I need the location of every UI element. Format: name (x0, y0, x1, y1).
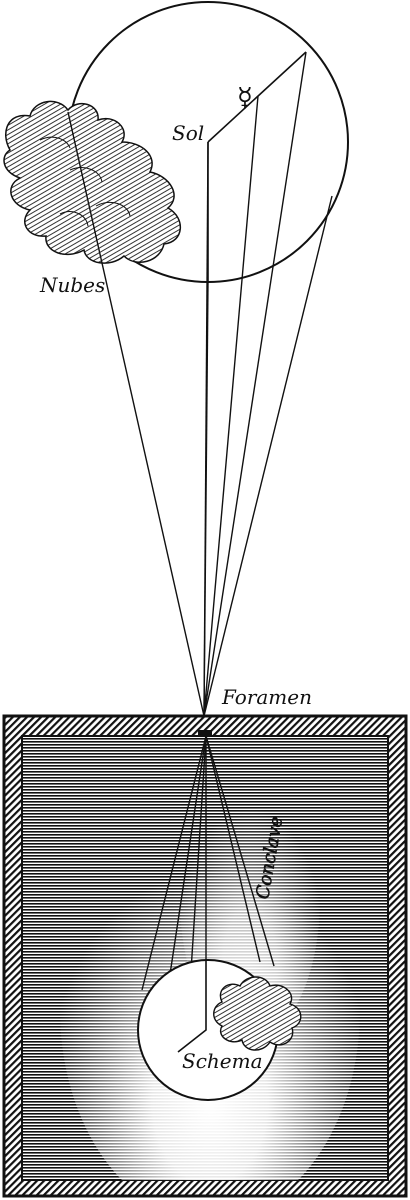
ray-sun-edge (203, 51, 307, 717)
sun-diagonal-line (207, 51, 307, 143)
ray-inside-c (205, 735, 261, 963)
clouds (3, 100, 182, 264)
ray-mercury (203, 95, 259, 717)
room (2, 714, 408, 1198)
schema-clouds (213, 976, 302, 1051)
foramen-aperture (198, 730, 212, 736)
ray-left-tangent (67, 111, 205, 717)
ray-right-tangent (203, 195, 333, 717)
ray-inside-right (205, 735, 275, 967)
label-schema: Schema (182, 1049, 263, 1073)
ray-inside-left (141, 735, 207, 991)
ray-inside-b (163, 735, 207, 1015)
mercury-symbol-icon: ☿ (237, 83, 253, 113)
label-foramen: Foramen (221, 685, 312, 709)
ray-sun-bottom (203, 281, 209, 717)
schema-group (137, 959, 302, 1101)
label-sol: Sol (172, 121, 204, 145)
schema-inverted-line (177, 960, 207, 1053)
label-nubes: Nubes (39, 273, 105, 297)
